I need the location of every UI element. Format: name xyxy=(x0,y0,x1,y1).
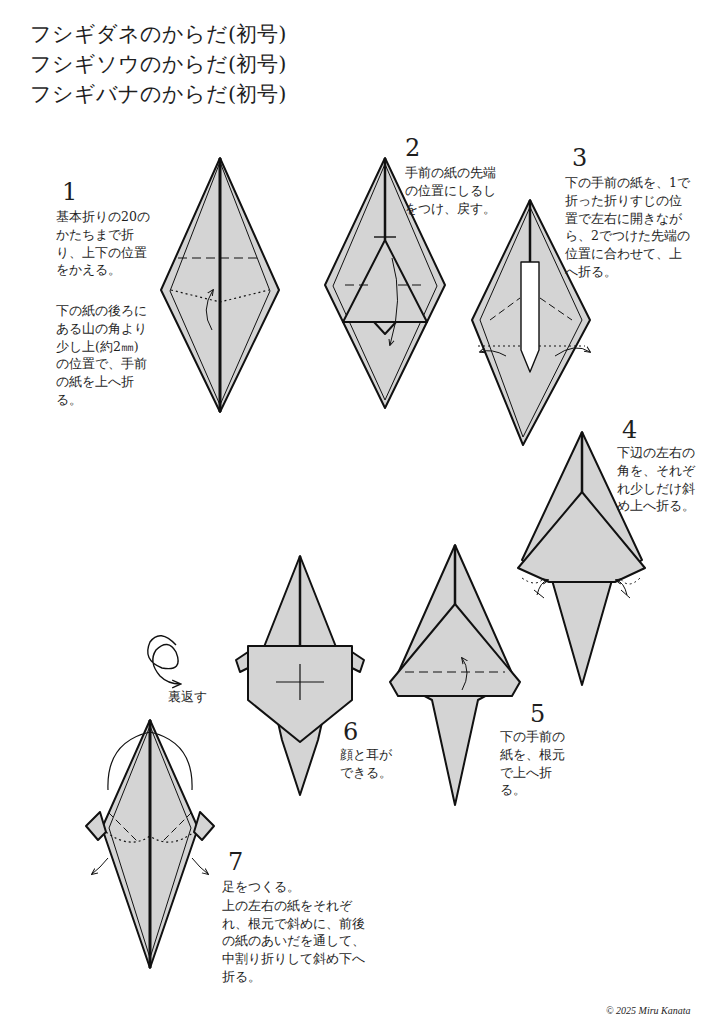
title-line: フシギソウのからだ(初号) xyxy=(30,52,286,77)
copyright: © 2025 Miru Kanata xyxy=(606,1004,691,1018)
step-number: 1 xyxy=(62,180,77,204)
step-number: 6 xyxy=(343,720,358,744)
step-text: 上の左右の紙をそれぞれ、根元で斜めに、前後の紙のあいだを通して、中割り折りして斜… xyxy=(222,897,376,986)
step-text: 基本折りの20のかたちまで折り、上下の位置をかえる。 xyxy=(56,208,152,279)
step-text: 顔と耳ができる。 xyxy=(340,746,395,782)
step-text: 手前の紙の先端の位置にしるしをつけ、戻す。 xyxy=(405,164,496,217)
step-text: 下辺の左右の角を、それぞれ少しだけ斜め上へ折る。 xyxy=(617,444,696,515)
step-number: 3 xyxy=(572,146,587,170)
step-number: 4 xyxy=(622,418,637,442)
step-number: 5 xyxy=(530,702,545,726)
step-text: 下の紙の後ろにある山の角より少し上(約2㎜)の位置で、手前の紙を上へ折る。 xyxy=(56,302,149,409)
step-text: 足をつくる。 xyxy=(222,878,376,896)
step-number: 2 xyxy=(405,136,420,160)
step-number: 7 xyxy=(228,850,243,874)
step-text: 下の手前の紙を、根元で上へ折る。 xyxy=(500,728,568,799)
turn-over-label: 裏返す xyxy=(168,688,207,706)
step-text: 下の手前の紙を、1で折った折りすじの位置で左右に開きながら、2でつけた先端の位置… xyxy=(565,174,693,281)
title-line: フシギバナのからだ(初号) xyxy=(30,82,286,107)
title-line: フシギダネのからだ(初号) xyxy=(30,22,286,47)
